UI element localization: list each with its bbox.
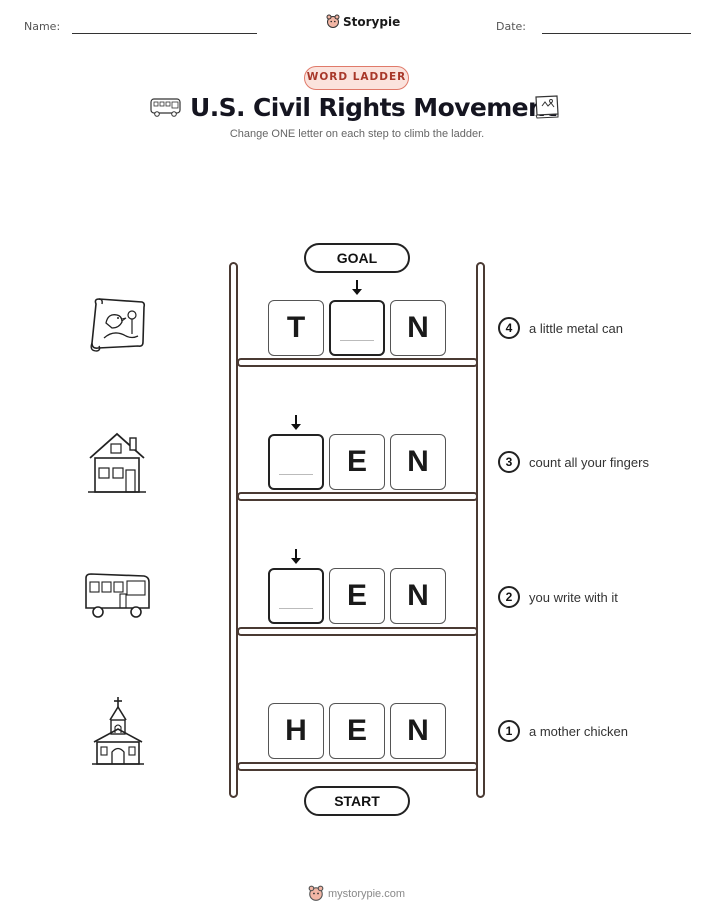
blank-letter-input-4[interactable] <box>329 300 385 356</box>
clue-number-2: 2 <box>498 586 520 608</box>
letter-tile-1-3: N <box>390 703 446 759</box>
clue-text-3: count all your fingers <box>529 455 649 470</box>
storypie-mascot-icon <box>326 14 340 28</box>
letter-tile-1-2: E <box>329 703 385 759</box>
ladder-rung-1 <box>237 762 478 771</box>
treasure-map-icon <box>90 298 146 352</box>
ladder-rung-4 <box>237 358 478 367</box>
clue-text-2: you write with it <box>529 590 618 605</box>
blank-letter-input-2[interactable] <box>268 568 324 624</box>
clue-number-4: 4 <box>498 317 520 339</box>
letter-tile-3-3: N <box>390 434 446 490</box>
arrow-down-icon <box>291 549 301 564</box>
instructions: Change ONE letter on each step to climb … <box>229 128 485 140</box>
brand-logo: Storypie <box>326 14 400 29</box>
brand-name: Storypie <box>343 14 401 29</box>
bus-icon <box>150 98 181 117</box>
ladder-rung-2 <box>237 627 478 636</box>
bus-icon <box>85 573 150 618</box>
letter-tile-4-1: T <box>268 300 324 356</box>
letter-tile-2-3: N <box>390 568 446 624</box>
ladder-right-rail <box>476 262 485 798</box>
clue-text-4: a little metal can <box>529 321 623 336</box>
house-icon <box>88 432 146 493</box>
arrow-down-icon <box>352 280 362 295</box>
start-label: START <box>304 786 410 816</box>
footer-url[interactable]: mystorypie.com <box>328 887 406 900</box>
clue-text-1: a mother chicken <box>529 724 628 739</box>
word-ladder-badge: WORD LADDER <box>304 66 409 90</box>
footer: mystorypie.com <box>308 885 405 902</box>
letter-tile-1-1: H <box>268 703 324 759</box>
name-line[interactable] <box>72 33 257 34</box>
letter-tile-3-2: E <box>329 434 385 490</box>
date-label: Date: <box>496 20 526 33</box>
clue-number-1: 1 <box>498 720 520 742</box>
page-title: U.S. Civil Rights Movement <box>190 93 557 122</box>
arrow-down-icon <box>291 415 301 430</box>
church-icon <box>92 697 144 765</box>
date-line[interactable] <box>542 33 691 34</box>
name-label: Name: <box>24 20 61 33</box>
clue-number-3: 3 <box>498 451 520 473</box>
book-icon <box>535 95 559 119</box>
letter-tile-4-3: N <box>390 300 446 356</box>
ladder-left-rail <box>229 262 238 798</box>
letter-tile-2-2: E <box>329 568 385 624</box>
storypie-mascot-icon <box>308 885 324 901</box>
blank-letter-input-3[interactable] <box>268 434 324 490</box>
ladder-rung-3 <box>237 492 478 501</box>
goal-label: GOAL <box>304 243 410 273</box>
